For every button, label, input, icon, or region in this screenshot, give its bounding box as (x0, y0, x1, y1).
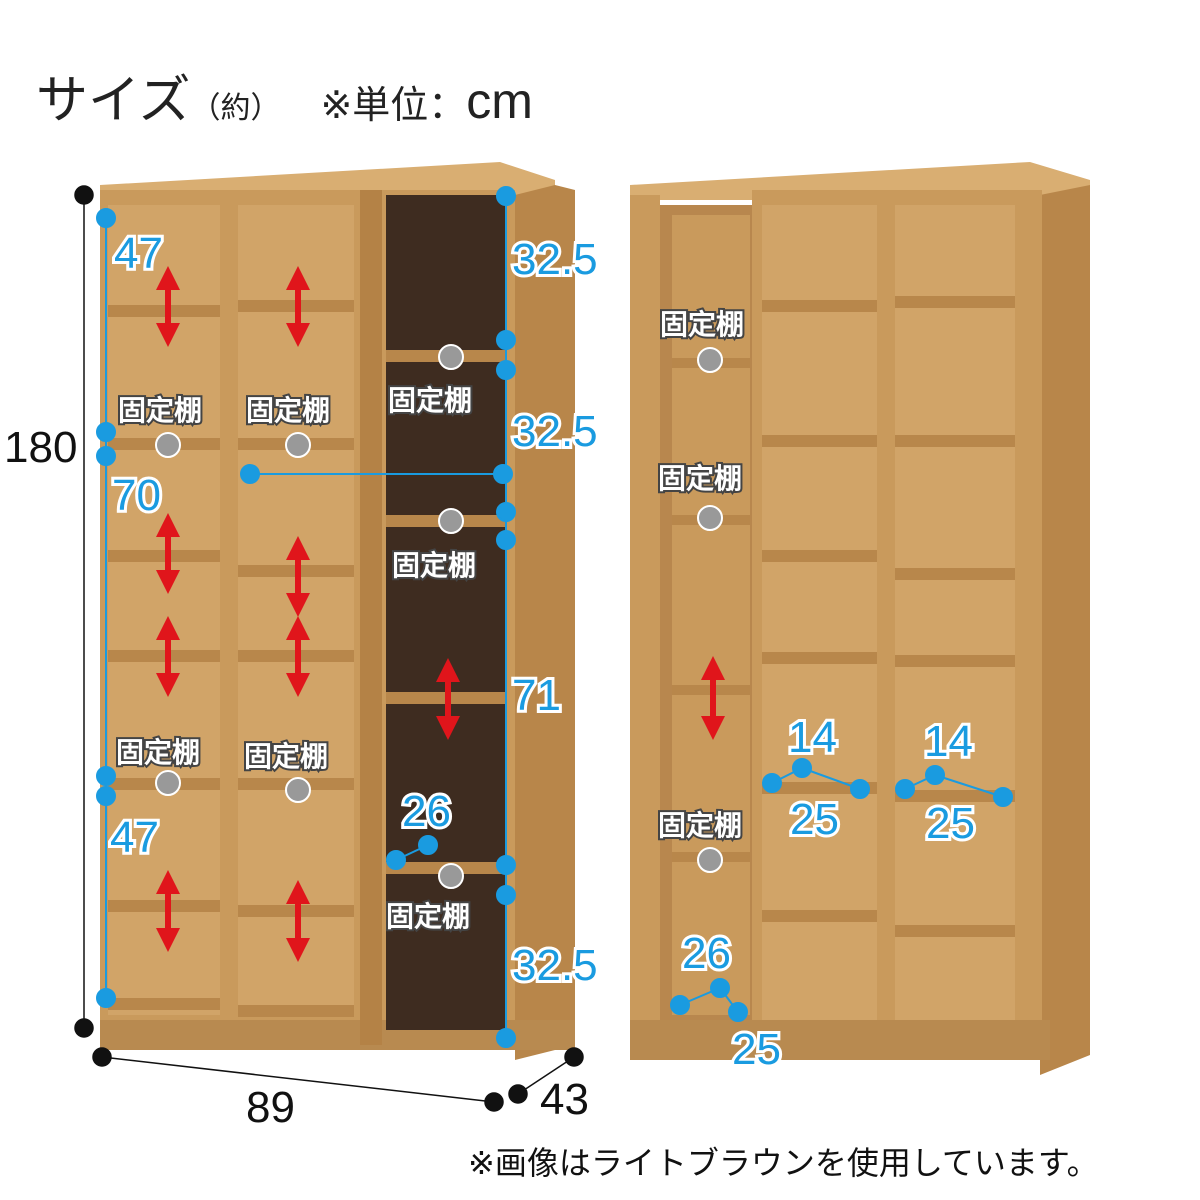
fixed-shelf-label: 固定棚 (116, 736, 200, 769)
fixed-shelf-label: 固定棚 (658, 462, 742, 495)
height-label: 180 (4, 423, 77, 472)
unit-prefix: ※単位： (320, 83, 467, 127)
fixed-shelf-label: 固定棚 (392, 549, 476, 582)
right-second-height: 32.5 (512, 407, 598, 456)
right-cabinet (630, 162, 1090, 1075)
page-title: サイズ（約） ※単位：cm (36, 58, 533, 133)
fixed-shelf-dots (155, 344, 723, 889)
back-width: 25 (732, 1025, 781, 1074)
fixed-shelf-labels: 固定棚 固定棚 固定棚 固定棚 固定棚 固定棚 固定棚 固定棚 固定棚 固定棚 (114, 306, 746, 935)
title-main: サイズ (36, 71, 191, 131)
inner-a-depth: 14 (788, 713, 837, 762)
left-mid-height: 70 (112, 471, 161, 520)
fixed-shelf-label: 固定棚 (660, 308, 744, 341)
inner-a-width: 25 (790, 795, 839, 844)
fixed-shelf-label: 固定棚 (244, 740, 328, 773)
left-cabinet (100, 162, 575, 1060)
right-top-height: 32.5 (512, 235, 598, 284)
left-bottom-height: 47 (110, 813, 159, 862)
fixed-shelf-label: 固定棚 (118, 394, 202, 427)
outer-dimension-lines (74, 185, 584, 1112)
title-approx: （約） (190, 91, 281, 126)
inner-dimension-labels: 47 70 47 32.5 32.5 71 32.5 26 14 25 14 2… (107, 226, 978, 1077)
width-label: 89 (246, 1083, 295, 1132)
fixed-shelf-label: 固定棚 (386, 900, 470, 933)
adjustable-shelf-arrows (156, 266, 725, 962)
slot-depth: 26 (402, 787, 451, 836)
right-bottom-height: 32.5 (512, 941, 598, 990)
inner-b-depth: 14 (924, 717, 973, 766)
fixed-shelf-label: 固定棚 (388, 384, 472, 417)
right-mid-height: 71 (512, 671, 561, 720)
inner-dimension-lines (96, 186, 1013, 1048)
depth-label: 43 (540, 1075, 589, 1124)
fixed-shelf-label: 固定棚 (246, 394, 330, 427)
inner-b-width: 25 (926, 799, 975, 848)
unit: cm (466, 73, 533, 129)
left-top-height: 47 (114, 229, 163, 278)
fixed-shelf-label: 固定棚 (658, 809, 742, 842)
footnote: ※画像はライトブラウンを使用しています。 (468, 1144, 1099, 1182)
back-depth: 26 (682, 929, 731, 978)
